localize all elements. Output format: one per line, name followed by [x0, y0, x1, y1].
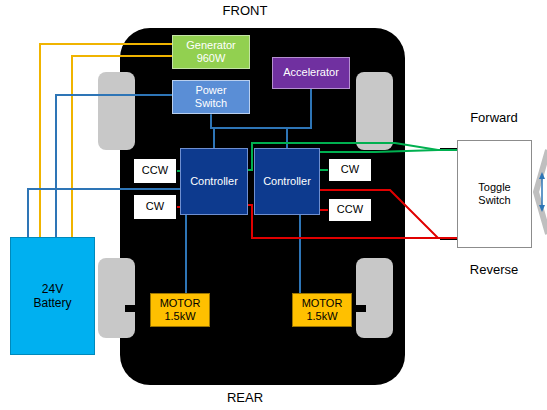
chassis: [120, 28, 405, 385]
wire: [320, 190, 457, 238]
wire: [287, 89, 311, 148]
motor-box: MOTOR 1.5kW: [150, 293, 210, 327]
wire: [320, 169, 328, 171]
controller-box: Controller: [180, 148, 248, 215]
toggle-switch: Toggle Switch: [457, 140, 532, 248]
wire: [320, 209, 328, 211]
box-label: MOTOR 1.5kW: [296, 297, 348, 323]
axle: [356, 305, 366, 312]
box-label: Controller: [190, 175, 238, 188]
box-label: CCW: [142, 164, 168, 177]
switch-position: Reverse: [454, 262, 534, 277]
toggle-lever: [536, 150, 547, 234]
accelerator-box: Accelerator: [272, 57, 350, 89]
direction-tag: CCW: [133, 158, 177, 184]
wire: [40, 44, 172, 237]
controller-box: Controller: [254, 148, 320, 215]
box-label: 24V Battery: [31, 282, 74, 311]
box-label: Generator 960W: [177, 39, 245, 65]
wheel: [98, 72, 135, 150]
direction-label: REAR: [205, 390, 285, 405]
box-label: Power Switch: [187, 84, 235, 110]
direction-label: FRONT: [205, 3, 285, 18]
arrow-head: [539, 172, 545, 179]
box-label: CW: [146, 200, 164, 213]
motor-box: MOTOR 1.5kW: [292, 293, 352, 327]
wire: [28, 189, 180, 237]
box-label: CCW: [337, 203, 363, 216]
wheel: [356, 72, 393, 150]
box-label: CW: [341, 163, 359, 176]
direction-tag: CW: [328, 158, 372, 182]
wheel: [356, 258, 393, 338]
box-label: Controller: [263, 175, 311, 188]
direction-tag: CCW: [328, 198, 372, 222]
motion-arrow: [541, 178, 543, 206]
wire: [185, 215, 187, 293]
wire: [299, 215, 301, 293]
battery-box: 24V Battery: [10, 237, 95, 355]
axle: [125, 305, 135, 312]
direction-tag: CW: [133, 194, 177, 220]
wheel: [98, 258, 135, 338]
box-label: Toggle Switch: [470, 181, 519, 207]
box-label: MOTOR 1.5kW: [154, 297, 206, 323]
switch-box: Power Switch: [172, 80, 250, 114]
switch-position: Forward: [454, 110, 534, 125]
arrow-head: [539, 205, 545, 212]
generator-box: Generator 960W: [172, 35, 250, 69]
box-label: Accelerator: [283, 66, 339, 79]
wire: [72, 56, 172, 237]
